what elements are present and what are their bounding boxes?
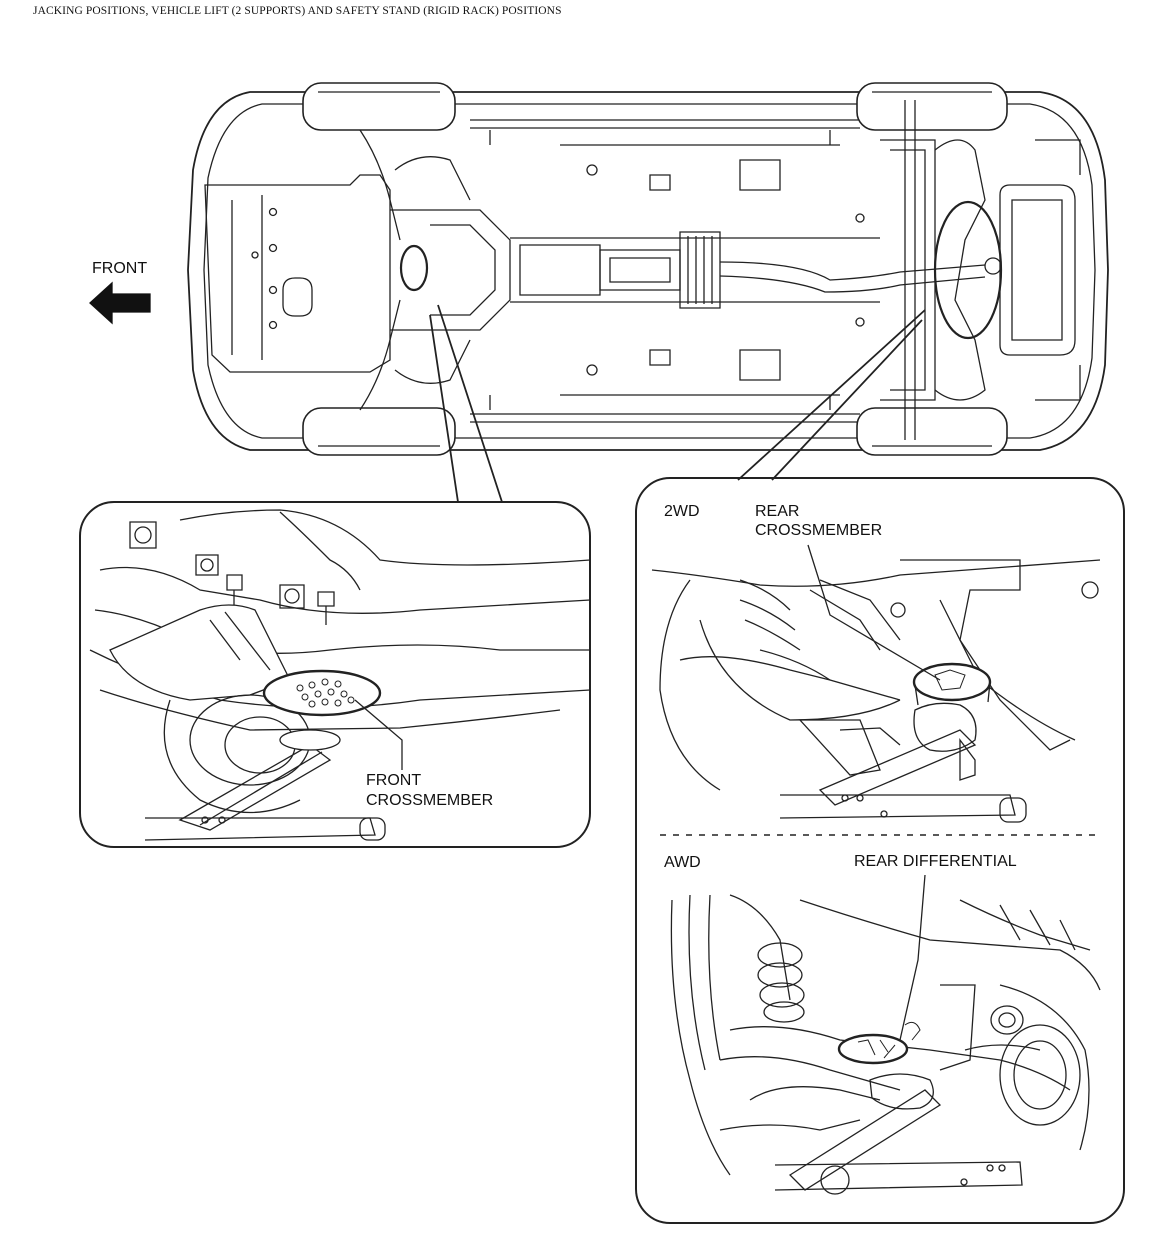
rear-crossmember-label-line1: REAR [755, 503, 800, 520]
section-label-2wd: 2WD [664, 503, 700, 520]
front-detail-panel [79, 501, 591, 848]
section-label-awd: AWD [664, 854, 701, 871]
rear-differential-label: REAR DIFFERENTIAL [854, 853, 1017, 870]
front-crossmember-illustration [89, 509, 591, 841]
front-callout-leader [429, 304, 503, 503]
rear-callout-leader [737, 309, 926, 481]
rear-crossmember-2wd-illustration [651, 544, 1101, 823]
front-direction-label: FRONT [92, 260, 148, 277]
front-jack-point-marker [399, 244, 429, 292]
front-direction-arrow [89, 281, 151, 325]
vehicle-underside [187, 82, 1109, 456]
rear-crossmember-jack-point [912, 662, 992, 702]
front-crossmember-label-line1: FRONT [366, 772, 422, 789]
rear-differential-jack-point [837, 1033, 909, 1065]
rear-jack-point-marker [933, 200, 1003, 340]
rear-detail-panel [635, 477, 1125, 1224]
front-left-wheel [302, 82, 456, 131]
rear-right-wheel [856, 407, 1008, 456]
page-title: JACKING POSITIONS, VEHICLE LIFT (2 SUPPO… [33, 5, 562, 17]
rear-left-wheel [856, 82, 1008, 131]
front-jack-point [262, 669, 382, 717]
front-right-wheel [302, 407, 456, 456]
rear-differential-awd-illustration [670, 874, 1101, 1195]
rear-crossmember-label-line2: CROSSMEMBER [755, 522, 883, 539]
front-crossmember-label-line2: CROSSMEMBER [366, 792, 494, 809]
